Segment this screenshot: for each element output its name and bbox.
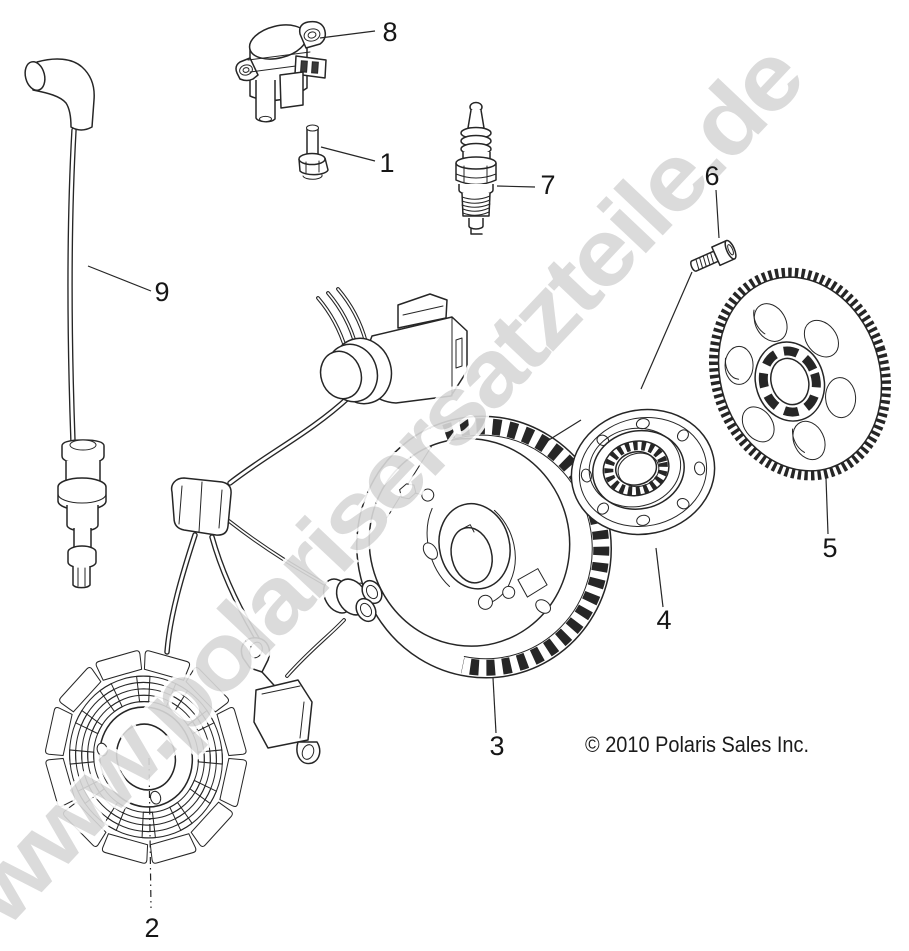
bolt-head	[298, 152, 326, 166]
flywheel-drawing	[356, 415, 612, 679]
plug-threads	[461, 192, 491, 217]
pickup-body	[253, 679, 313, 749]
callout-7: 7	[540, 170, 555, 200]
wiring-harness-drawing	[164, 287, 468, 765]
spark-plug-drawing	[455, 101, 497, 235]
callout-4: 4	[656, 605, 671, 635]
gear-teeth	[709, 267, 891, 481]
clutch-bore	[614, 450, 658, 486]
plug-cap	[24, 58, 95, 131]
callout-3: 3	[489, 731, 504, 761]
plug-hex	[455, 156, 497, 186]
flywheel-face	[368, 437, 571, 647]
copyright-notice: © 2010 Polaris Sales Inc.	[585, 732, 809, 757]
leader-1	[320, 146, 376, 162]
screw-socket	[727, 244, 734, 256]
leader-4	[655, 547, 664, 608]
leader-5	[825, 477, 829, 535]
plug-electrode	[468, 218, 484, 230]
callout-6: 6	[704, 161, 719, 191]
callout-1: 1	[379, 148, 394, 178]
flywheel-hole	[421, 488, 435, 502]
callout-5: 5	[822, 533, 837, 563]
coil-tower	[255, 80, 276, 123]
harness-grommet	[170, 477, 232, 536]
callout-8: 8	[382, 17, 397, 47]
flywheel-teeth	[442, 418, 610, 676]
leader-lines	[87, 30, 829, 909]
leader-8	[319, 30, 376, 39]
leader-6	[715, 189, 720, 239]
gear-hub-spline	[758, 346, 821, 417]
stator-mount-hole	[96, 742, 108, 757]
leader-6-to-clutch	[640, 271, 693, 390]
assembly-alignment-line	[535, 419, 582, 449]
pickup-ear-hole	[301, 744, 315, 760]
flywheel-keyway	[458, 524, 475, 533]
leader-9	[87, 265, 152, 292]
stator-mount-hole	[149, 790, 162, 805]
flywheel-square-hole	[517, 567, 548, 598]
gear-bore	[770, 357, 810, 406]
flywheel-hole	[422, 542, 438, 560]
stator-center-hole	[115, 723, 177, 791]
leader-3	[492, 677, 497, 734]
stator-drawing	[43, 648, 249, 866]
callout-9: 9	[154, 277, 169, 307]
callout-2: 2	[144, 913, 159, 943]
ignition-coil-drawing	[235, 20, 327, 123]
callout-labels: 8 1 9 7 6 5 4 3 2	[144, 17, 837, 943]
flywheel-hole	[477, 594, 493, 610]
pickup-ear-hole	[249, 641, 263, 659]
gear-lightening-holes	[724, 303, 857, 461]
socket-screw-drawing	[690, 239, 737, 272]
flywheel-hole	[535, 599, 552, 614]
leader-7	[496, 185, 536, 188]
harness-two-pin-connector	[322, 578, 383, 623]
flywheel-hole	[502, 585, 516, 599]
pickup-coil	[240, 637, 321, 765]
plug-wire-boot	[57, 439, 107, 589]
spark-plug-wire-drawing	[24, 58, 107, 589]
harness-main-connector	[316, 287, 468, 405]
plug-ribs	[460, 126, 492, 156]
coil-secondary	[279, 71, 304, 109]
starter-gear-drawing	[709, 267, 891, 481]
flywheel-teeth-root	[447, 434, 593, 660]
mounting-bolt-drawing	[298, 124, 329, 180]
one-way-clutch-drawing	[570, 408, 716, 536]
